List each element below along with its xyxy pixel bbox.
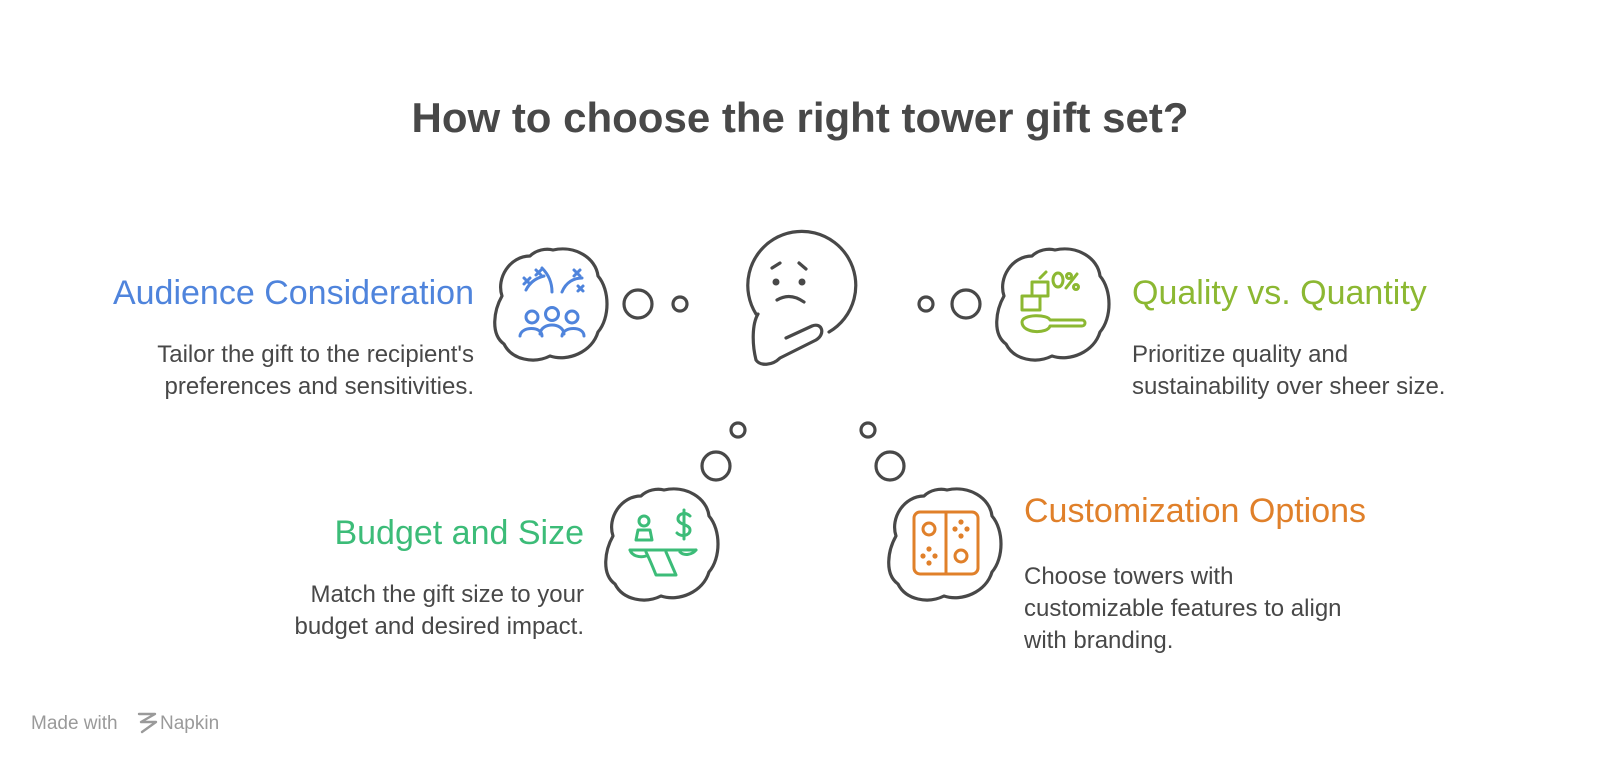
watermark: Made with Napkin (31, 712, 219, 734)
scale-percent-icon (1020, 270, 1087, 333)
desc-custom-line2: customizable features to align (1024, 595, 1342, 622)
desc-quality-line1: Prioritize quality and (1132, 341, 1348, 368)
desc-audience-line2: preferences and sensitivities. (165, 373, 475, 400)
watermark-brand: Napkin (160, 713, 219, 734)
cloud-bubble (887, 487, 1003, 602)
desc-custom-line1: Choose towers with (1024, 563, 1233, 590)
item-audience: Audience Consideration Tailor the gift t… (113, 247, 609, 400)
heading-quality: Quality vs. Quantity (1132, 274, 1427, 312)
desc-custom-line3: with branding. (1023, 627, 1173, 654)
napkin-logo-icon (137, 712, 158, 734)
desc-quality-line2: sustainability over sheer size. (1132, 373, 1445, 400)
heading-audience: Audience Consideration (113, 274, 474, 312)
thinking-face-icon (746, 229, 858, 366)
heading-budget: Budget and Size (334, 514, 584, 552)
cloud-bubble (493, 247, 609, 362)
desc-budget-line1: Match the gift size to your (311, 581, 584, 608)
fireworks-people-icon (518, 266, 586, 338)
watermark-prefix: Made with (31, 713, 118, 734)
balance-money-icon (628, 508, 698, 577)
desc-budget-line2: budget and desired impact. (294, 613, 584, 640)
item-quality: Quality vs. Quantity Prioritize quality … (995, 247, 1445, 400)
heading-custom: Customization Options (1024, 492, 1366, 530)
game-controller-icon (912, 510, 980, 576)
item-budget: Budget and Size Match the gift size to y… (294, 487, 720, 640)
thought-dots (622, 288, 982, 482)
item-custom: Customization Options Choose towers with… (887, 487, 1366, 654)
cloud-bubble (604, 487, 720, 602)
desc-audience-line1: Tailor the gift to the recipient's (157, 341, 474, 368)
cloud-bubble (995, 247, 1111, 362)
page-title: How to choose the right tower gift set? (412, 94, 1189, 141)
